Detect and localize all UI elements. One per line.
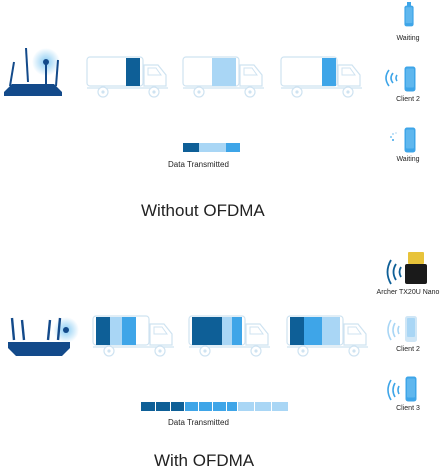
truck-2	[182, 56, 265, 98]
without-ofdma-title: Without OFDMA	[141, 201, 265, 220]
client-2-ofdma-label: Client 2	[396, 346, 420, 353]
with-ofdma-title: With OFDMA	[154, 451, 255, 470]
truck-2-cargo	[212, 58, 236, 86]
truck-ofdma-3	[286, 315, 369, 357]
truck-3	[280, 56, 363, 98]
data-transmitted-ofdma-bar	[141, 402, 288, 411]
usb-adapter-icon	[386, 252, 427, 285]
data-transmitted-ofdma-label: Data Transmitted	[168, 418, 229, 427]
truck-1	[86, 56, 169, 98]
client-3-ofdma-label: Client 3	[396, 405, 420, 412]
router-ofdma-icon	[8, 317, 79, 356]
client-3-label: Waiting	[396, 156, 420, 163]
client-2-label: Client 2	[396, 96, 420, 103]
client-3-ofdma-phone	[387, 376, 417, 402]
client-1-label: Waiting	[396, 35, 420, 42]
archer-tx20u-label: Archer TX20U Nano	[376, 289, 440, 296]
truck-ofdma-2	[188, 315, 271, 357]
client-waiting-phone	[404, 2, 414, 27]
data-transmitted-bar	[183, 143, 240, 152]
router-icon	[4, 47, 62, 96]
truck-3-cargo	[322, 58, 336, 86]
truck-1-cargo	[126, 58, 140, 86]
client-2-ofdma-phone	[387, 316, 417, 342]
client-loading-phone	[390, 127, 416, 153]
data-transmitted-label: Data Transmitted	[168, 160, 229, 169]
client-2-phone	[385, 66, 416, 92]
truck-ofdma-1	[92, 315, 175, 357]
